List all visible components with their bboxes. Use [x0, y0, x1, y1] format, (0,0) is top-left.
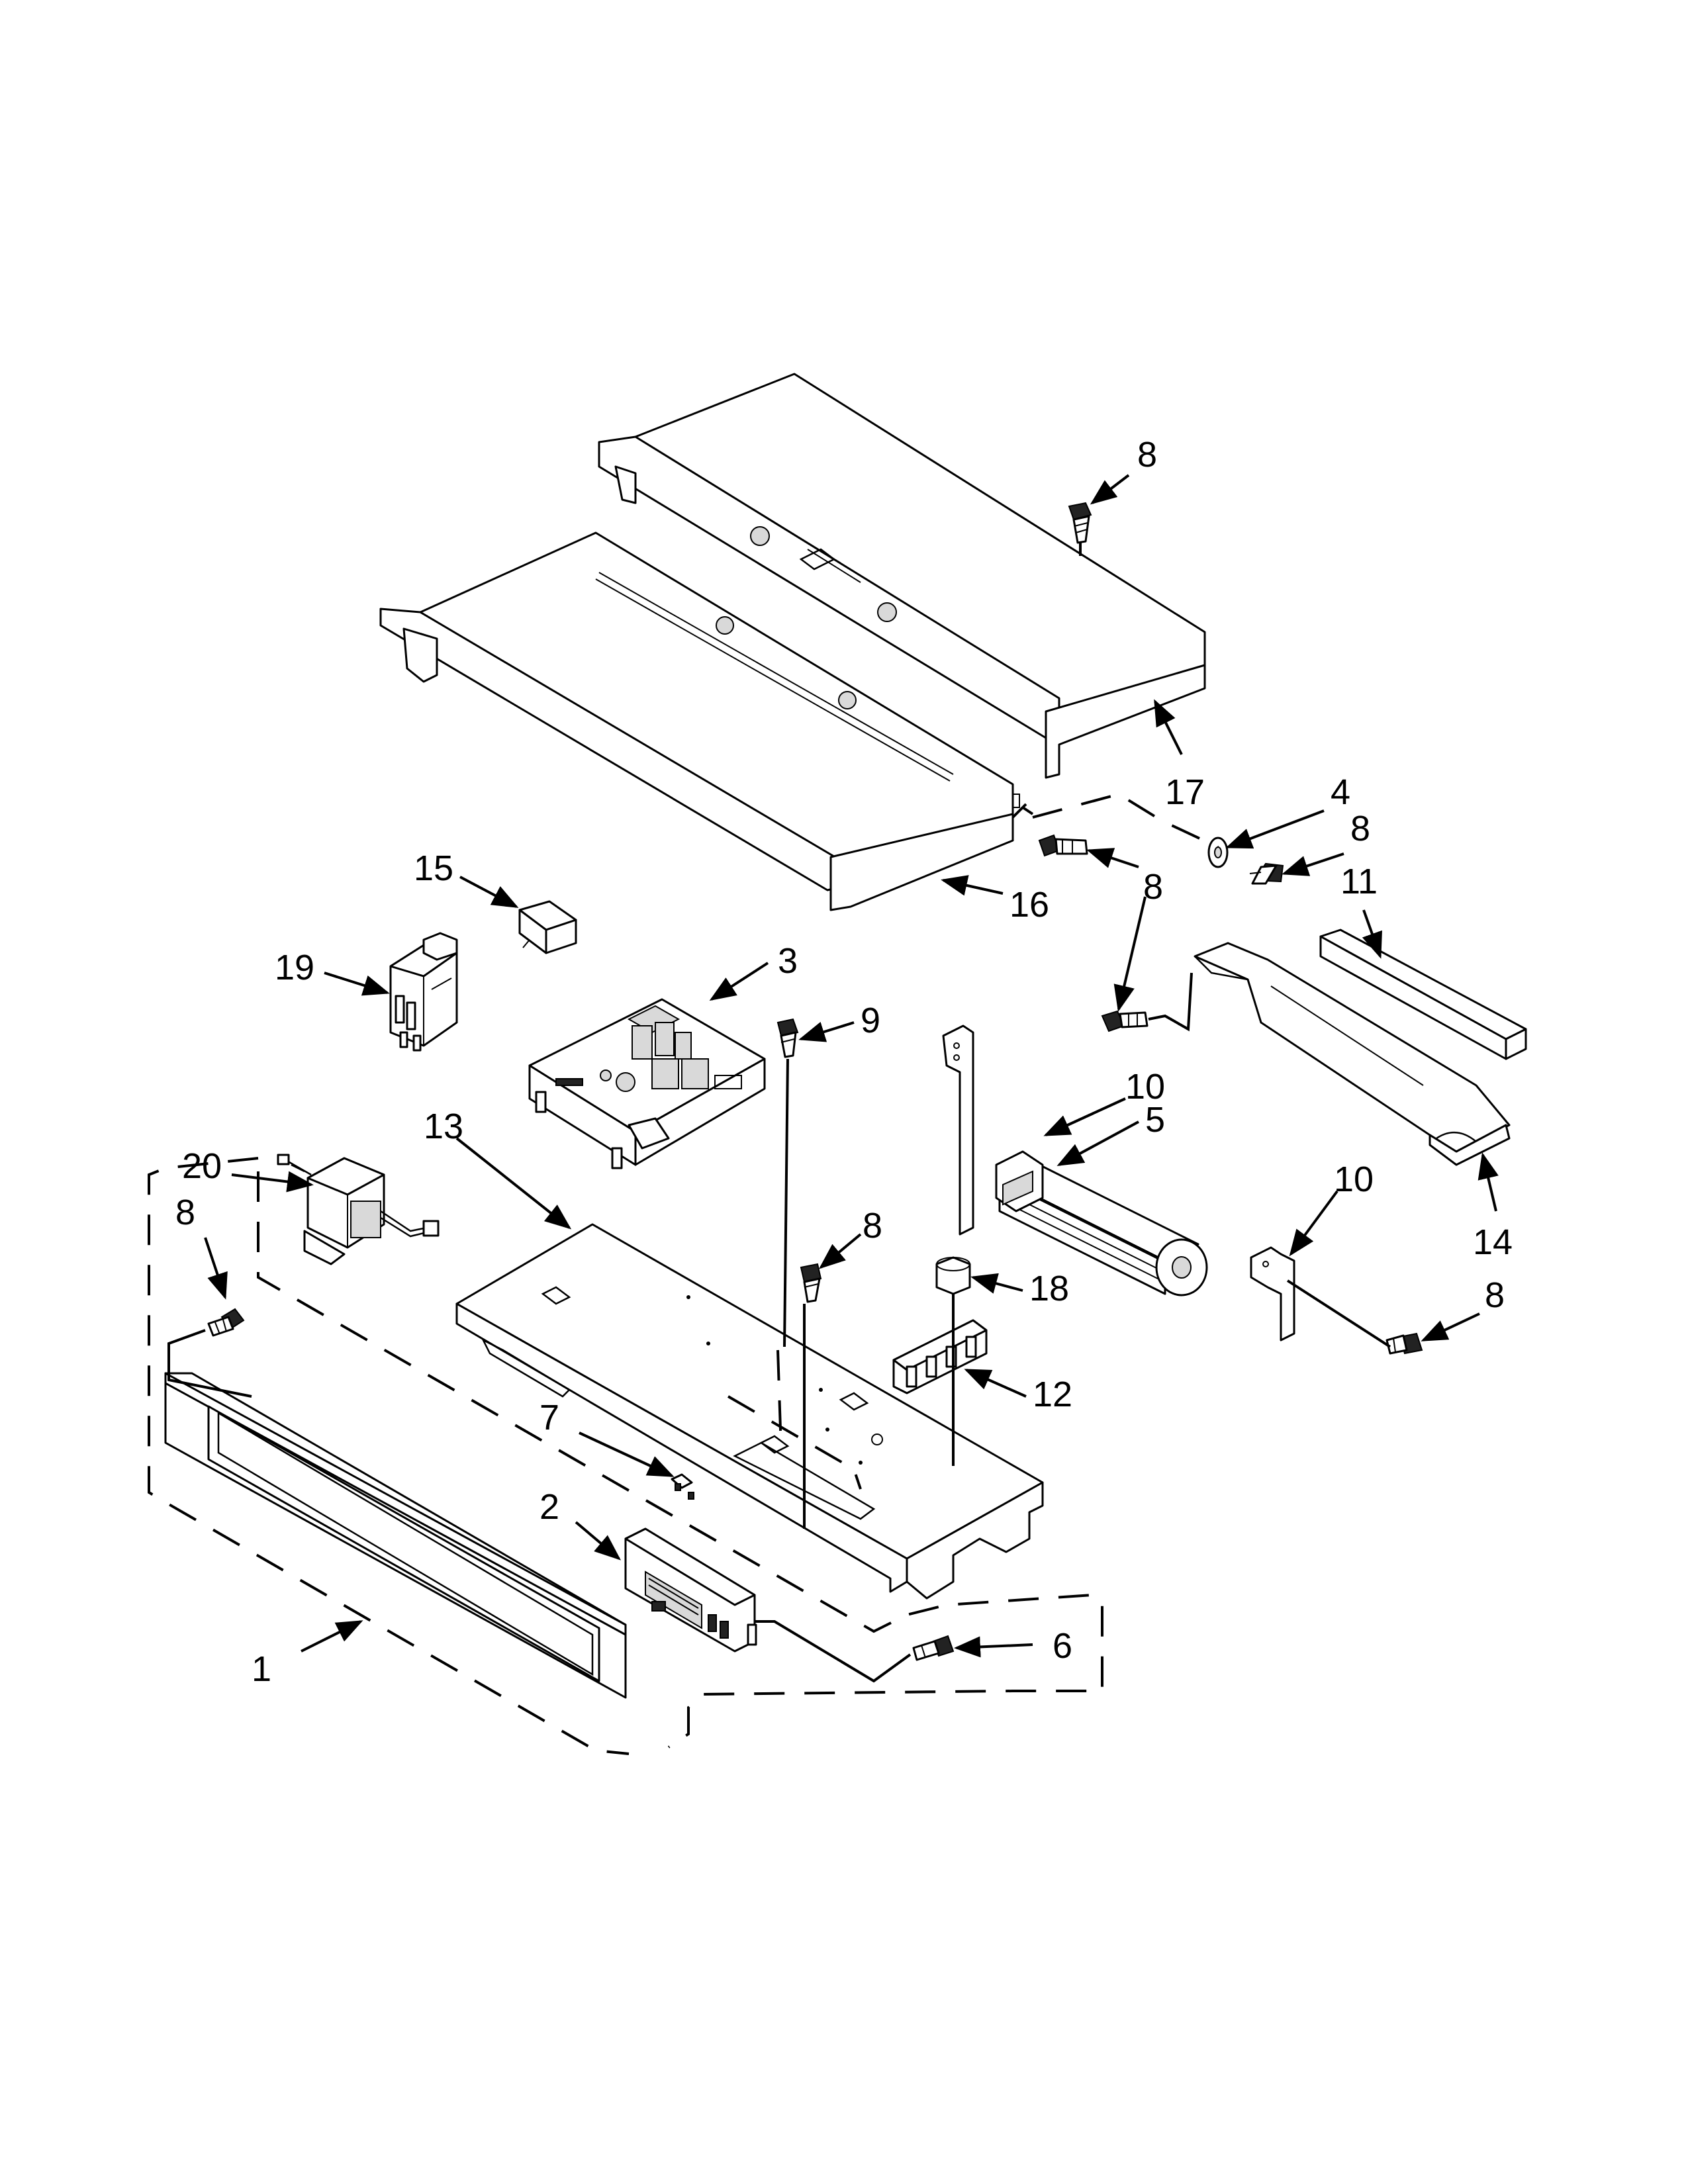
part-19-relay	[389, 932, 458, 1052]
part-20-transformer	[277, 1154, 440, 1265]
callout-leaders	[204, 474, 1499, 1658]
callout-6: 6	[1053, 1626, 1072, 1666]
part-13-lower-panel	[455, 1223, 1044, 1600]
callout-8: 8	[1143, 867, 1163, 907]
assembly-connector-lines	[167, 543, 1391, 1683]
part-1-front-frame	[164, 1372, 627, 1699]
callout-17: 17	[1165, 772, 1205, 812]
callout-12: 12	[1033, 1375, 1072, 1414]
screw-6	[912, 1635, 955, 1661]
callout-15: 15	[414, 848, 453, 888]
callout-numbers: 8 17 4 8 11 8 16 15 19 3 9 10 5 20 13 10…	[175, 435, 1513, 1689]
part-2-ui-board	[624, 1527, 757, 1653]
part-5-blower-fan	[995, 1150, 1208, 1297]
part-16-upper-panel	[379, 531, 1020, 911]
callout-8: 8	[1485, 1275, 1505, 1315]
callout-11: 11	[1340, 862, 1378, 901]
callout-16: 16	[1009, 885, 1049, 925]
part-18-nut	[935, 1256, 971, 1295]
part-15-bracket	[518, 900, 577, 954]
part-3-control-board	[528, 998, 766, 1169]
callout-2: 2	[539, 1487, 559, 1527]
screw-8-center	[800, 1263, 822, 1303]
callout-7: 7	[539, 1398, 559, 1437]
part-10-bracket-a	[942, 1024, 974, 1236]
part-12-terminal-block	[892, 1319, 988, 1394]
callout-19: 19	[275, 948, 314, 987]
callout-8: 8	[175, 1193, 195, 1232]
callout-5: 5	[1145, 1100, 1165, 1140]
screw-8-left-bracket	[1101, 1010, 1149, 1032]
callout-9: 9	[861, 1001, 880, 1040]
part-17-top-panel	[598, 373, 1206, 779]
callout-10: 10	[1334, 1160, 1374, 1199]
part-14-fan-bracket	[1194, 942, 1511, 1166]
callout-8: 8	[1137, 435, 1157, 475]
callout-4: 4	[1331, 772, 1350, 812]
callout-20: 20	[182, 1146, 222, 1186]
callout-1: 1	[252, 1649, 271, 1689]
screw-8-lower-left	[207, 1308, 245, 1337]
callout-13: 13	[424, 1107, 463, 1146]
screw-8-mid-left	[1038, 834, 1088, 857]
callout-10: 10	[1125, 1067, 1165, 1107]
screw-8-mid-right	[1249, 862, 1284, 885]
screw-8-top	[1068, 502, 1092, 544]
callout-8: 8	[863, 1206, 882, 1246]
callout-14: 14	[1473, 1222, 1513, 1262]
screw-9	[776, 1018, 799, 1058]
callout-8: 8	[1350, 809, 1370, 848]
callout-3: 3	[778, 941, 798, 981]
screw-8-fan-right	[1385, 1332, 1423, 1355]
part-10-bracket-b	[1250, 1246, 1295, 1342]
dashed-assembly-outline	[148, 792, 1219, 1755]
callout-18: 18	[1029, 1269, 1069, 1308]
part-4-washer	[1207, 837, 1229, 868]
part-7-clip	[671, 1473, 694, 1500]
